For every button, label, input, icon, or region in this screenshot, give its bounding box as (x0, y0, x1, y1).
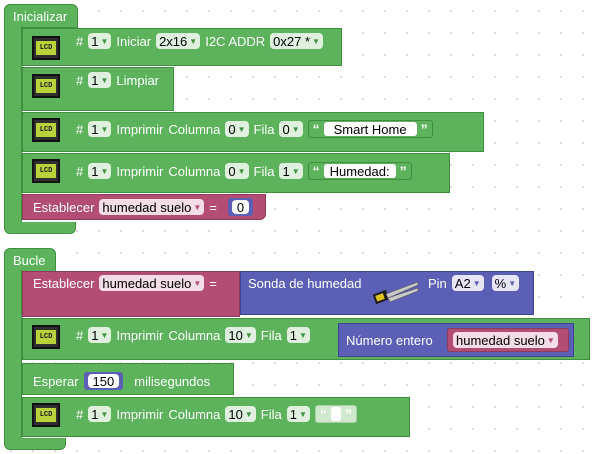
hash-label: # (76, 327, 84, 343)
lcd-icon: LCD (32, 159, 60, 183)
sensor-label: Sonda de humedad (248, 276, 362, 291)
lcd-icon: LCD (32, 403, 60, 427)
hash-label: # (76, 33, 84, 49)
loop-footer (4, 438, 66, 450)
i2c-label: I2C ADDR (205, 33, 266, 49)
set-variable-row: Establecer humedad suelo▼ = 0 (33, 198, 254, 216)
lcd-number-dropdown[interactable]: 1▼ (88, 121, 112, 137)
moisture-sensor-block[interactable] (240, 271, 534, 315)
lcd-print-row: # 1▼ Imprimir Columna 10▼ Fila 1▼ “ ” (76, 405, 357, 423)
loop-title: Bucle (13, 253, 46, 268)
fila-label: Fila (253, 163, 275, 179)
columna-label: Columna (168, 163, 221, 179)
loop-spine (4, 270, 22, 442)
column-dropdown[interactable]: 0▼ (225, 121, 249, 137)
close-quote-icon: ” (420, 121, 428, 137)
init-title: Inicializar (13, 9, 68, 24)
unit-dropdown[interactable]: %▼ (491, 275, 520, 291)
columna-label: Columna (168, 121, 221, 137)
milisegundos-label: milisegundos (134, 373, 211, 389)
limpiar-label: Limpiar (116, 72, 160, 88)
text-field[interactable] (330, 407, 341, 421)
column-dropdown[interactable]: 0▼ (225, 163, 249, 179)
row-dropdown[interactable]: 1▼ (286, 406, 310, 422)
imprimir-label: Imprimir (116, 163, 164, 179)
hash-label: # (76, 163, 84, 179)
text-field[interactable]: Smart Home (323, 122, 417, 137)
number-block[interactable]: 0 (227, 198, 254, 216)
establecer-label: Establecer (33, 275, 95, 291)
integer-label: Número entero (346, 333, 433, 348)
imprimir-label: Imprimir (116, 121, 164, 137)
lcd-icon: LCD (32, 325, 60, 349)
hash-label: # (76, 72, 84, 88)
lcd-print-row: # 1▼ Imprimir Columna 10▼ Fila 1▼ (76, 327, 310, 343)
hash-label: # (76, 406, 84, 422)
lcd-number-dropdown[interactable]: 1▼ (88, 406, 112, 422)
lcd-icon: LCD (32, 118, 60, 142)
establecer-label: Establecer (33, 199, 95, 215)
imprimir-label: Imprimir (116, 327, 164, 343)
size-dropdown[interactable]: 2x16▼ (156, 33, 201, 49)
columna-label: Columna (168, 327, 221, 343)
sensor-pin-row: Pin A2▼ %▼ (428, 275, 520, 291)
number-block[interactable]: 150 (83, 372, 124, 390)
close-quote-icon: ” (399, 163, 407, 179)
delay-field[interactable]: 150 (87, 374, 120, 389)
row-dropdown[interactable]: 0▼ (279, 121, 303, 137)
wait-block[interactable] (22, 363, 234, 395)
row-dropdown[interactable]: 1▼ (279, 163, 303, 179)
open-quote-icon: “ (312, 121, 320, 137)
lcd-number-dropdown[interactable]: 1▼ (88, 72, 112, 88)
wait-row: Esperar 150 milisegundos (33, 372, 210, 390)
addr-dropdown[interactable]: 0x27 *▼ (270, 33, 323, 49)
column-dropdown[interactable]: 10▼ (225, 406, 256, 422)
lcd-icon: LCD (32, 36, 60, 60)
lcd-print-row: # 1▼ Imprimir Columna 0▼ Fila 0▼ “ Smart… (76, 120, 433, 138)
text-block[interactable]: “ Humedad: ” (307, 162, 412, 180)
equals-label: = (209, 199, 217, 215)
hash-label: # (76, 121, 84, 137)
lcd-clear-row: # 1▼ Limpiar (76, 72, 159, 88)
lcd-print-row: # 1▼ Imprimir Columna 0▼ Fila 1▼ “ Humed… (76, 162, 412, 180)
init-spine (4, 26, 22, 226)
text-block[interactable]: “ ” (314, 405, 357, 423)
pin-label: Pin (428, 275, 447, 291)
text-field[interactable]: Humedad: (323, 164, 396, 179)
init-block[interactable] (4, 4, 78, 28)
columna-label: Columna (168, 406, 221, 422)
esperar-label: Esperar (33, 373, 79, 389)
pin-dropdown[interactable]: A2▼ (451, 275, 484, 291)
fila-label: Fila (260, 327, 282, 343)
number-field[interactable]: 0 (231, 200, 250, 215)
variable-dropdown[interactable]: humedad suelo▼ (99, 275, 205, 291)
loop-block[interactable] (4, 248, 56, 272)
variable-dropdown[interactable]: humedad suelo▼ (453, 332, 558, 348)
lcd-number-dropdown[interactable]: 1▼ (88, 163, 112, 179)
lcd-number-dropdown[interactable]: 1▼ (88, 327, 112, 343)
set-variable-row: Establecer humedad suelo▼ = (33, 275, 217, 291)
text-block[interactable]: “ Smart Home ” (307, 120, 433, 138)
iniciar-label: Iniciar (116, 33, 152, 49)
column-dropdown[interactable]: 10▼ (225, 327, 256, 343)
lcd-icon: LCD (32, 74, 60, 98)
init-footer (4, 222, 76, 234)
fila-label: Fila (260, 406, 282, 422)
open-quote-icon: “ (312, 163, 320, 179)
fila-label: Fila (253, 121, 275, 137)
variable-dropdown[interactable]: humedad suelo▼ (99, 199, 205, 215)
close-quote-icon: ” (344, 406, 352, 422)
imprimir-label: Imprimir (116, 406, 164, 422)
lcd-number-dropdown[interactable]: 1▼ (88, 33, 112, 49)
equals-label: = (209, 275, 217, 291)
moisture-probe-icon (372, 280, 420, 311)
row-dropdown[interactable]: 1▼ (286, 327, 310, 343)
lcd-init-row: # 1▼ Iniciar 2x16▼ I2C ADDR 0x27 *▼ (76, 33, 323, 49)
open-quote-icon: “ (319, 406, 327, 422)
